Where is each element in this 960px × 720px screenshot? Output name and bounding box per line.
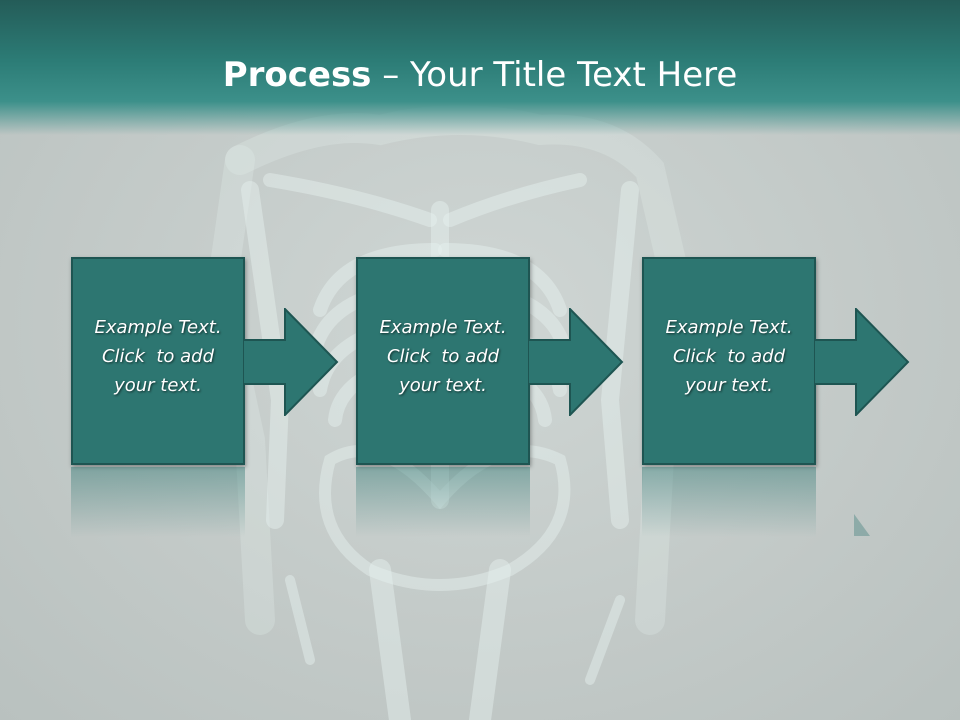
process-step-2-box[interactable]: Example Text. Click to add your text. [356,257,530,465]
process-step-3-reflection [642,467,816,537]
process-step-2-reflection [356,467,530,537]
title-bold-text: Process [222,55,372,95]
step-text-line: Example Text. [665,317,793,338]
title-banner [0,0,960,135]
process-step-2-text: Example Text. Click to add your text. [358,313,528,400]
process-step-1-reflection [71,467,245,537]
process-step-3-text: Example Text. Click to add your text. [644,313,814,400]
arrow-right-icon [243,308,339,416]
step-text-line: Example Text. [94,317,222,338]
process-step-3-box[interactable]: Example Text. Click to add your text. [642,257,816,465]
step-text-line: your text. [114,375,202,396]
process-step-1-box[interactable]: Example Text. Click to add your text. [71,257,245,465]
title-rest-text: – Your Title Text Here [371,55,738,95]
arrow-right-icon [528,308,624,416]
step-text-line: Example Text. [379,317,507,338]
arrow-reflection [854,514,870,536]
step-text-line: Click to add [386,346,499,367]
step-text-line: Click to add [672,346,785,367]
arrow-right-icon [814,308,910,416]
step-text-line: Click to add [101,346,214,367]
process-step-1-text: Example Text. Click to add your text. [73,313,243,400]
step-text-line: your text. [399,375,487,396]
step-text-line: your text. [685,375,773,396]
slide-title[interactable]: Process – Your Title Text Here [0,52,960,98]
